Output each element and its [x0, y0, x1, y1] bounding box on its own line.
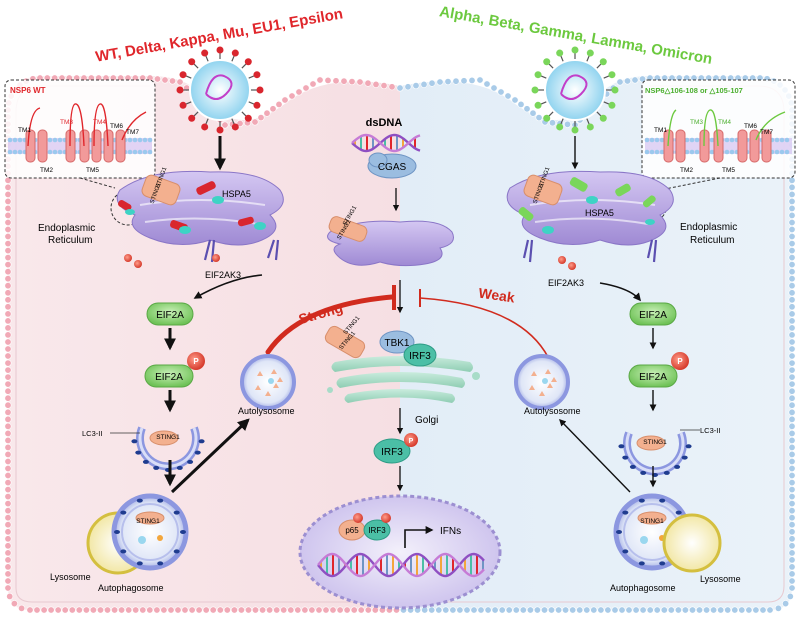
er-right-label-1: Endoplasmic	[680, 222, 737, 233]
lysosome-right	[662, 513, 722, 573]
eif2a-p-left	[144, 352, 205, 388]
svg-text:STING1: STING1	[640, 518, 664, 525]
lc3-left-label: LC3-II	[82, 429, 102, 438]
svg-text:TM2: TM2	[40, 167, 53, 174]
cgas-protein	[367, 152, 417, 179]
dsdna-label: dsDNA	[366, 117, 403, 129]
er-left	[116, 170, 284, 246]
svg-text:IRF3: IRF3	[381, 447, 403, 458]
svg-text:TM6: TM6	[110, 123, 123, 130]
lysosome-right-label: Lysosome	[700, 574, 741, 584]
svg-text:TM3: TM3	[60, 119, 73, 126]
tbk1-label: TBK1	[384, 338, 409, 349]
er-left-label-2: Reticulum	[48, 235, 92, 246]
svg-text:P: P	[193, 357, 199, 366]
svg-text:EIF2A: EIF2A	[155, 372, 183, 383]
svg-text:P: P	[677, 357, 683, 366]
svg-text:P: P	[409, 438, 414, 445]
eif2a-right	[629, 302, 677, 326]
autophagosome-right-label: Autophagosome	[610, 583, 676, 593]
inset-nsp6-wt: NSP6 WT TM1 TM2 TM3 TM4 TM5 TM6 TM7	[4, 79, 156, 179]
cell	[8, 76, 792, 610]
hspa5-left-cluster	[118, 181, 280, 263]
svg-text:TM7: TM7	[760, 129, 773, 136]
autolysosome-right-label: Autolysosome	[524, 406, 581, 416]
svg-text:EIF2A: EIF2A	[156, 310, 184, 321]
autophagosome-left-label: Autophagosome	[98, 583, 164, 593]
svg-text:TM5: TM5	[86, 167, 99, 174]
eif2ak3-right-label: EIF2AK3	[548, 278, 584, 288]
svg-text:EIF2A: EIF2A	[639, 372, 667, 383]
svg-text:TM2: TM2	[680, 167, 693, 174]
svg-text:TM7: TM7	[126, 129, 139, 136]
er-left-label-1: Endoplasmic	[38, 223, 95, 234]
sting-right-er	[523, 174, 563, 206]
sting-left-er	[141, 174, 181, 206]
autolysosome-left-label: Autolysosome	[238, 406, 295, 416]
svg-text:EIF2A: EIF2A	[639, 310, 667, 321]
sting-center-er	[328, 216, 368, 242]
irf3-phospho	[373, 433, 418, 464]
autophagosome-left	[111, 493, 189, 571]
weak-label: Weak	[478, 285, 516, 306]
p-right-er	[558, 256, 576, 270]
genomic-dna-icon	[317, 552, 485, 578]
nucleus	[298, 494, 502, 610]
left-variants-title: WT, Delta, Kappa, Mu, EU1, Epsilon	[94, 5, 344, 65]
ifns-label: IFNs	[440, 526, 461, 537]
svg-text:TM1: TM1	[18, 127, 31, 134]
svg-text:IRF3: IRF3	[368, 526, 386, 535]
golgi-label: Golgi	[415, 415, 438, 426]
lc3-right-label: LC3-II	[700, 426, 720, 435]
p-left-er	[124, 254, 220, 268]
hspa5-right-label: HSPA5	[585, 208, 614, 218]
svg-text:TM4: TM4	[718, 119, 731, 126]
svg-text:p65: p65	[345, 526, 359, 535]
svg-text:TM4: TM4	[93, 119, 106, 126]
tbk1-protein	[379, 330, 415, 354]
eif2a-p-right	[628, 352, 689, 388]
inset-right-title: NSP6△106-108 or △105-107	[645, 86, 743, 95]
hspa5-right-cluster	[518, 177, 658, 263]
virus-right-icon	[531, 46, 619, 134]
irf3-golgi-protein	[403, 343, 437, 367]
hspa5-left-label: HSPA5	[222, 189, 251, 199]
svg-text:STING1: STING1	[156, 434, 180, 441]
dsdna-icon	[351, 133, 421, 153]
lysosome-left-label: Lysosome	[50, 572, 91, 582]
irf3-golgi-label: IRF3	[409, 351, 431, 362]
svg-text:TM5: TM5	[722, 167, 735, 174]
eif2ak3-left-label: EIF2AK3	[205, 270, 241, 280]
phagophore-right	[618, 431, 692, 477]
svg-text:TM1: TM1	[654, 127, 667, 134]
phagophore-left	[131, 426, 205, 472]
eif2a-left	[146, 302, 194, 326]
svg-text:STING1: STING1	[136, 518, 160, 525]
right-variants-title: Alpha, Beta, Gamma, Lamma, Omicron	[438, 3, 713, 68]
p65-irf3-complex	[338, 513, 391, 541]
cgas-label: CGAS	[378, 162, 407, 173]
inset-nsp6-deletion: NSP6△106-108 or △105-107 TM1 TM2 TM3 TM4…	[641, 79, 796, 179]
svg-text:STING1: STING1	[643, 439, 667, 446]
svg-text:TM3: TM3	[690, 119, 703, 126]
autolysosome-left	[240, 354, 296, 410]
er-right-label-2: Reticulum	[690, 235, 734, 246]
sting-center-golgi	[324, 325, 366, 359]
inset-left-title: NSP6 WT	[10, 86, 46, 95]
golgi	[327, 356, 480, 403]
virus-left-icon	[176, 46, 264, 134]
svg-text:TM6: TM6	[744, 123, 757, 130]
plasma-membrane	[4, 74, 796, 614]
autolysosome-right	[514, 354, 570, 410]
